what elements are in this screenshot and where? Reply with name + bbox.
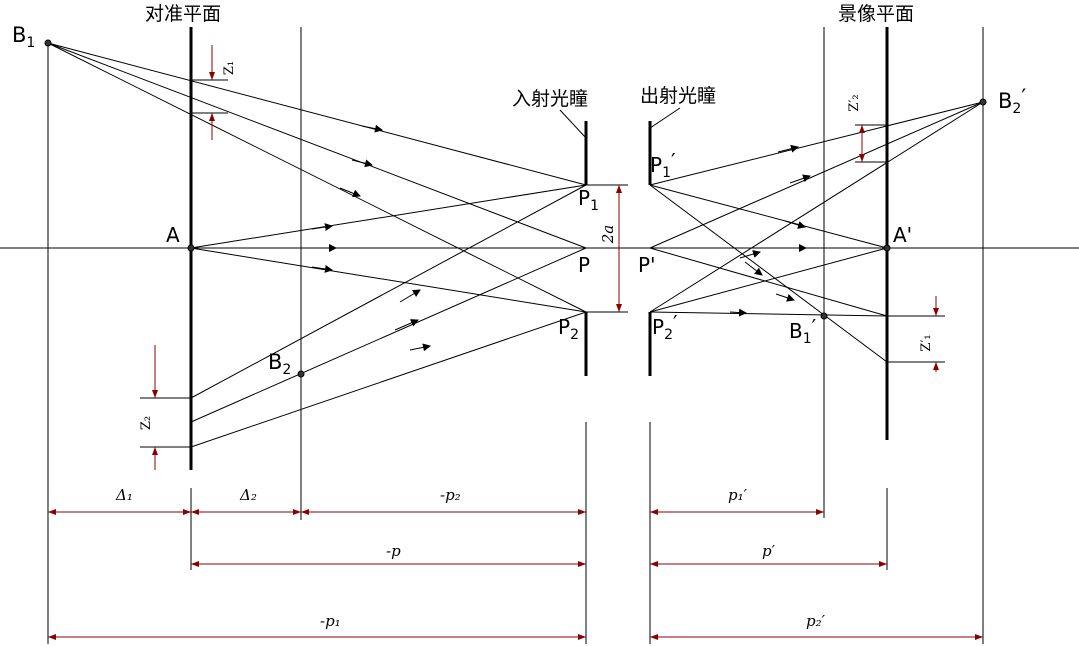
label-B2: B2 (268, 350, 291, 378)
dim-p2-prime: p₂′ (806, 612, 826, 630)
dim-minus-p1: -p₁ (320, 612, 341, 630)
dim-delta1: Δ₁ (115, 486, 133, 504)
reference-lines (47, 27, 984, 644)
z-dim-arrows (152, 45, 939, 470)
label-B1: B1 (12, 23, 35, 51)
label-A: A (166, 223, 180, 247)
dim-p-prime: p′ (762, 542, 776, 560)
exit-pupil-label: 出射光瞳 (640, 85, 716, 107)
points (44, 39, 987, 378)
label-zp1: Z′₁ (919, 334, 934, 351)
image-plane-title: 景像平面 (838, 3, 914, 25)
label-B2-prime: B2′ (998, 85, 1026, 117)
entrance-pupil-label: 入射光瞳 (512, 88, 588, 110)
label-P2-prime: P2′ (652, 311, 678, 343)
label-z1: Z₁ (222, 61, 237, 75)
label-P-prime: P' (638, 253, 656, 277)
z-ticks (140, 79, 945, 448)
label-B1-prime: B1′ (789, 315, 817, 347)
label-P2: P2 (558, 315, 579, 343)
dim-minus-p: -p (386, 542, 401, 560)
label-P: P (578, 253, 590, 277)
exit-pupil-leader (649, 107, 681, 129)
image-rays (649, 101, 984, 363)
label-z2: Z₂ (139, 416, 154, 430)
label-zp2: Z′₂ (847, 94, 862, 111)
entrance-pupil-leader (559, 109, 587, 139)
dimension-lines (48, 509, 983, 640)
dim-minus-p2: -p₂ (440, 486, 461, 504)
object-plane-title: 对准平面 (145, 3, 221, 25)
dim-p1-prime: p₁′ (728, 486, 748, 504)
label-A-prime: A' (893, 223, 912, 247)
dim-delta2: Δ₂ (239, 486, 257, 504)
label-P1-prime: P1′ (650, 149, 676, 181)
label-P1: P1 (578, 186, 599, 214)
object-rays (47, 42, 587, 448)
label-2a: 2a (599, 225, 617, 245)
